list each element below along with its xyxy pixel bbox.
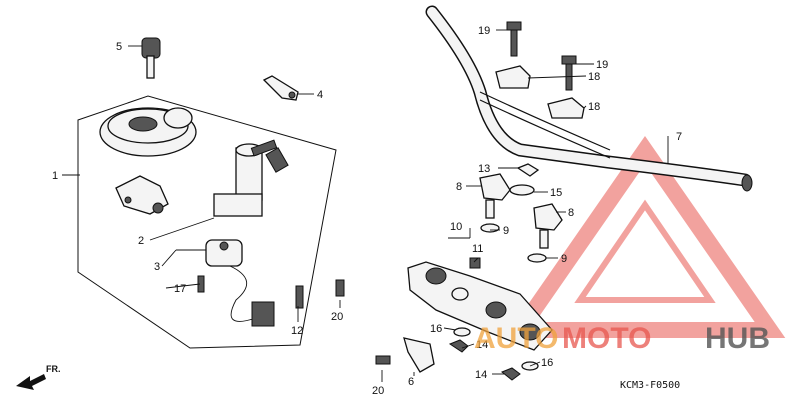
- upper-holders: [495, 21, 585, 119]
- diagram-code: KCM3-F0500: [620, 380, 680, 391]
- svg-text:MOTO: MOTO: [562, 322, 651, 355]
- switch-harness: [205, 239, 275, 327]
- callout-20a: 20: [331, 311, 343, 323]
- callout-2: 2: [138, 235, 144, 247]
- callout-1: 1: [52, 170, 58, 182]
- callout-8a: 8: [456, 181, 462, 193]
- key: [141, 37, 161, 79]
- callout-9b: 9: [561, 253, 567, 265]
- callout-15: 15: [550, 187, 562, 199]
- lower-holders: [479, 163, 563, 263]
- callout-14b: 14: [475, 369, 487, 381]
- bolt-12: [295, 285, 304, 309]
- callout-labels: 1 2 3 4 5 6 7 8 8 9 9 10 11 12 13 14 14 …: [52, 25, 682, 397]
- callout-13: 13: [478, 163, 490, 175]
- callout-12: 12: [291, 325, 303, 337]
- svg-text:HUB: HUB: [705, 322, 770, 355]
- watermark-logo: AUTO MOTO HUB: [474, 322, 770, 355]
- handlebar: [425, 5, 753, 192]
- callout-8b: 8: [568, 207, 574, 219]
- callout-14a: 14: [476, 339, 488, 351]
- key-cover: [115, 175, 169, 215]
- callout-4: 4: [317, 89, 323, 101]
- callout-19a: 19: [478, 25, 490, 37]
- fuel-cap: [99, 107, 197, 157]
- front-arrow: FR.: [16, 364, 61, 390]
- svg-text:AUTO: AUTO: [474, 322, 558, 355]
- callout-9a: 9: [503, 225, 509, 237]
- front-label: FR.: [46, 364, 61, 374]
- callout-16b: 16: [541, 357, 553, 369]
- top-bridge: [407, 257, 553, 351]
- ignition-switch: [213, 139, 289, 217]
- callout-17: 17: [174, 283, 186, 295]
- callout-11: 11: [472, 243, 483, 255]
- callout-3: 3: [154, 261, 160, 273]
- callout-20b: 20: [372, 385, 384, 397]
- callout-19b: 19: [596, 59, 608, 71]
- watermark-triangle: [504, 135, 786, 338]
- callout-16a: 16: [430, 323, 442, 335]
- callout-10: 10: [450, 221, 462, 233]
- callout-5: 5: [116, 41, 122, 53]
- ignition-panel-outline: [77, 95, 337, 349]
- callout-7: 7: [676, 131, 682, 143]
- callout-6: 6: [408, 376, 414, 388]
- callout-18b: 18: [588, 101, 600, 113]
- leader-lines: [62, 29, 669, 382]
- callout-18a: 18: [588, 71, 600, 83]
